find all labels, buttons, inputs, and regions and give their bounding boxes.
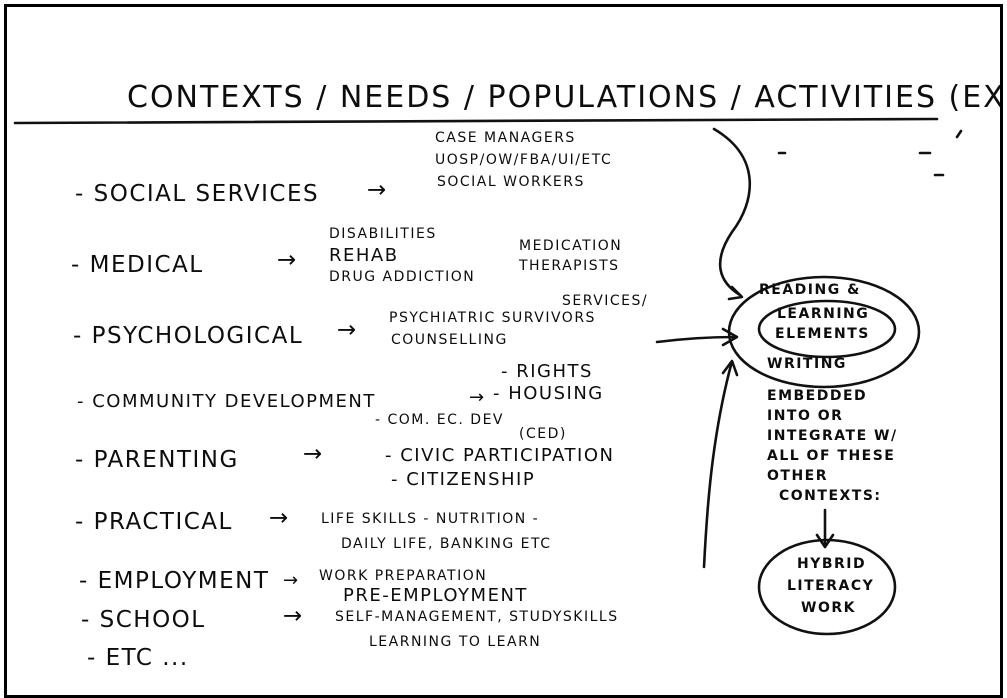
label-reading: READING & xyxy=(759,282,861,298)
target-life-skills: LIFE SKILLS - NUTRITION - xyxy=(321,511,540,527)
scribble-mark xyxy=(777,129,963,177)
label-writing: WRITING xyxy=(767,356,847,372)
context-psychological: - PSYCHOLOGICAL xyxy=(73,323,304,349)
context-social-services: - SOCIAL SERVICES xyxy=(75,181,320,207)
target-drug-addiction: DRUG ADDICTION xyxy=(329,269,476,285)
target-counselling: COUNSELLING xyxy=(391,332,508,348)
diagram-title: CONTEXTS / NEEDS / POPULATIONS / ACTIVIT… xyxy=(127,80,1000,115)
note-line-6: CONTEXTS: xyxy=(779,488,882,504)
note-line-3: INTEGRATE W/ xyxy=(767,428,898,444)
target-ced: (CED) xyxy=(519,426,567,442)
target-services: SERVICES/ xyxy=(562,293,649,309)
context-employment: - EMPLOYMENT xyxy=(79,568,270,594)
context-school: - SCHOOL xyxy=(81,607,206,633)
target-self-management: SELF-MANAGEMENT, STUDYSKILLS xyxy=(335,609,619,625)
flow-arrow-psych xyxy=(655,335,737,344)
target-case-managers: CASE MANAGERS xyxy=(435,130,576,146)
note-line-5: OTHER xyxy=(767,468,829,484)
note-line-2: INTO OR xyxy=(767,408,844,424)
target-medication: MEDICATION xyxy=(519,238,623,254)
target-citizenship: - CITIZENSHIP xyxy=(391,469,536,490)
arrow-practical: → xyxy=(269,505,290,531)
arrow-community: → xyxy=(469,387,486,408)
label-learning: LEARNING xyxy=(777,306,870,322)
target-daily-life: DAILY LIFE, BANKING ETC xyxy=(341,536,552,552)
target-pre-employment: PRE-EMPLOYMENT xyxy=(343,585,528,606)
label-elements: ELEMENTS xyxy=(775,326,870,342)
context-parenting: - PARENTING xyxy=(75,447,239,473)
target-rights: - RIGHTS xyxy=(501,361,593,382)
hybrid-oval xyxy=(757,538,897,636)
target-housing: - HOUSING xyxy=(493,383,604,404)
result-line-2: LITERACY xyxy=(787,578,875,594)
context-etc: - ETC ... xyxy=(87,645,189,671)
target-therapists: THERAPISTS xyxy=(519,258,620,274)
arrow-school: → xyxy=(283,603,304,629)
arrow-parenting: → xyxy=(303,441,324,467)
target-social-workers: SOCIAL WORKERS xyxy=(437,174,585,190)
target-com-ec-dev: - COM. EC. DEV xyxy=(375,412,505,428)
flow-curve-bottom xyxy=(702,363,733,569)
outer-oval xyxy=(727,275,921,389)
arrow-employment: → xyxy=(283,570,300,591)
arrow-social: → xyxy=(367,177,388,203)
result-line-1: HYBRID xyxy=(797,556,867,572)
note-line-4: ALL OF THESE xyxy=(767,448,896,464)
diagram-strokes xyxy=(13,117,963,636)
whiteboard-frame: CONTEXTS / NEEDS / POPULATIONS / ACTIVIT… xyxy=(4,4,1003,698)
target-disabilities: DISABILITIES xyxy=(329,226,437,242)
context-practical: - PRACTICAL xyxy=(75,509,233,535)
flow-curve-top xyxy=(712,127,751,297)
handwritten-diagram: CONTEXTS / NEEDS / POPULATIONS / ACTIVIT… xyxy=(7,7,1000,695)
target-rehab: REHAB xyxy=(329,245,399,266)
target-psychiatric-survivors: PSYCHIATRIC SURVIVORS xyxy=(389,310,596,326)
context-community-development: - COMMUNITY DEVELOPMENT xyxy=(77,391,376,412)
result-line-3: WORK xyxy=(801,600,856,616)
target-work-preparation: WORK PREPARATION xyxy=(319,568,488,584)
target-learning-to-learn: LEARNING TO LEARN xyxy=(369,634,542,650)
title-underline xyxy=(13,117,939,125)
target-uosp: UOSP/OW/FBA/UI/ETC xyxy=(435,152,613,168)
context-medical: - MEDICAL xyxy=(71,252,204,278)
arrow-medical: → xyxy=(277,247,298,273)
arrow-psychological: → xyxy=(337,317,358,343)
target-civic-participation: - CIVIC PARTICIPATION xyxy=(385,445,615,466)
inner-oval xyxy=(757,299,897,359)
note-line-1: EMBEDDED xyxy=(767,388,868,404)
